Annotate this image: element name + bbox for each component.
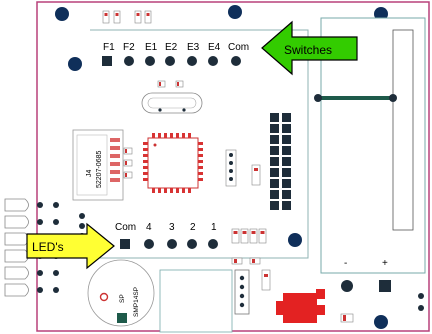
voltage-regulator [276,289,354,323]
switch-label-e2: E2 [165,42,178,53]
buzzer: SP SMP14SP [87,259,155,327]
mount-hole-bottom-right [374,315,388,329]
small-capacitors [157,80,184,88]
leds-arrow [26,222,115,270]
buzzer-part-label: SMP14SP [133,287,140,317]
connector-part-label: 52207-0685 [96,151,103,188]
supply-minus-terminal [341,280,353,292]
switches-callout: Switches [261,20,358,76]
connector-j4: J4 52207-0685 [72,129,124,201]
leds-callout-text: LED's [32,240,64,254]
right-edge-pads [418,293,424,311]
led-header-labels: Com 4 3 2 1 [115,222,217,233]
led-label-3: 3 [169,222,175,233]
switch-header-pads [102,56,241,66]
switch-label-e4: E4 [208,42,221,53]
mount-hole-top-left [55,7,69,21]
buzzer-ref-label: SP [119,294,126,303]
j4-side-parts [123,147,133,179]
led-label-2: 2 [190,222,196,233]
led-header-pads [120,239,218,249]
switch-header-labels: F1 F2 E1 E2 E3 E4 Com [103,42,249,53]
switch-label-f1: F1 [103,42,115,53]
supply-plus-terminal [379,280,391,292]
expansion-header [270,113,291,210]
switch-label-com: Com [228,42,249,53]
bottom-module [159,269,271,333]
microcontroller-chip [143,133,203,193]
mount-hole-top-middle [228,5,242,19]
connector-ref-label: J4 [86,170,93,178]
crystal-oscillator [141,92,203,114]
supply-minus-label: - [344,258,347,269]
mount-hole-mid-left [68,57,82,71]
power-module: - + [314,17,426,292]
mount-hole-lower-right [288,233,302,247]
silkscreen-inner-outline [90,29,309,259]
led-resistor-array [231,228,267,265]
led-label-1: 1 [211,222,217,233]
switches-callout-text: Switches [284,43,332,57]
program-header [225,149,261,187]
switch-label-f2: F2 [123,42,135,53]
switch-label-e3: E3 [187,42,200,53]
leds-callout: LED's [26,222,115,270]
switches-arrow [261,20,358,76]
switch-resistor-group [102,10,152,24]
switch-label-e1: E1 [145,42,158,53]
led-label-4: 4 [146,222,152,233]
supply-plus-label: + [382,258,388,269]
led-label-com: Com [115,222,136,233]
